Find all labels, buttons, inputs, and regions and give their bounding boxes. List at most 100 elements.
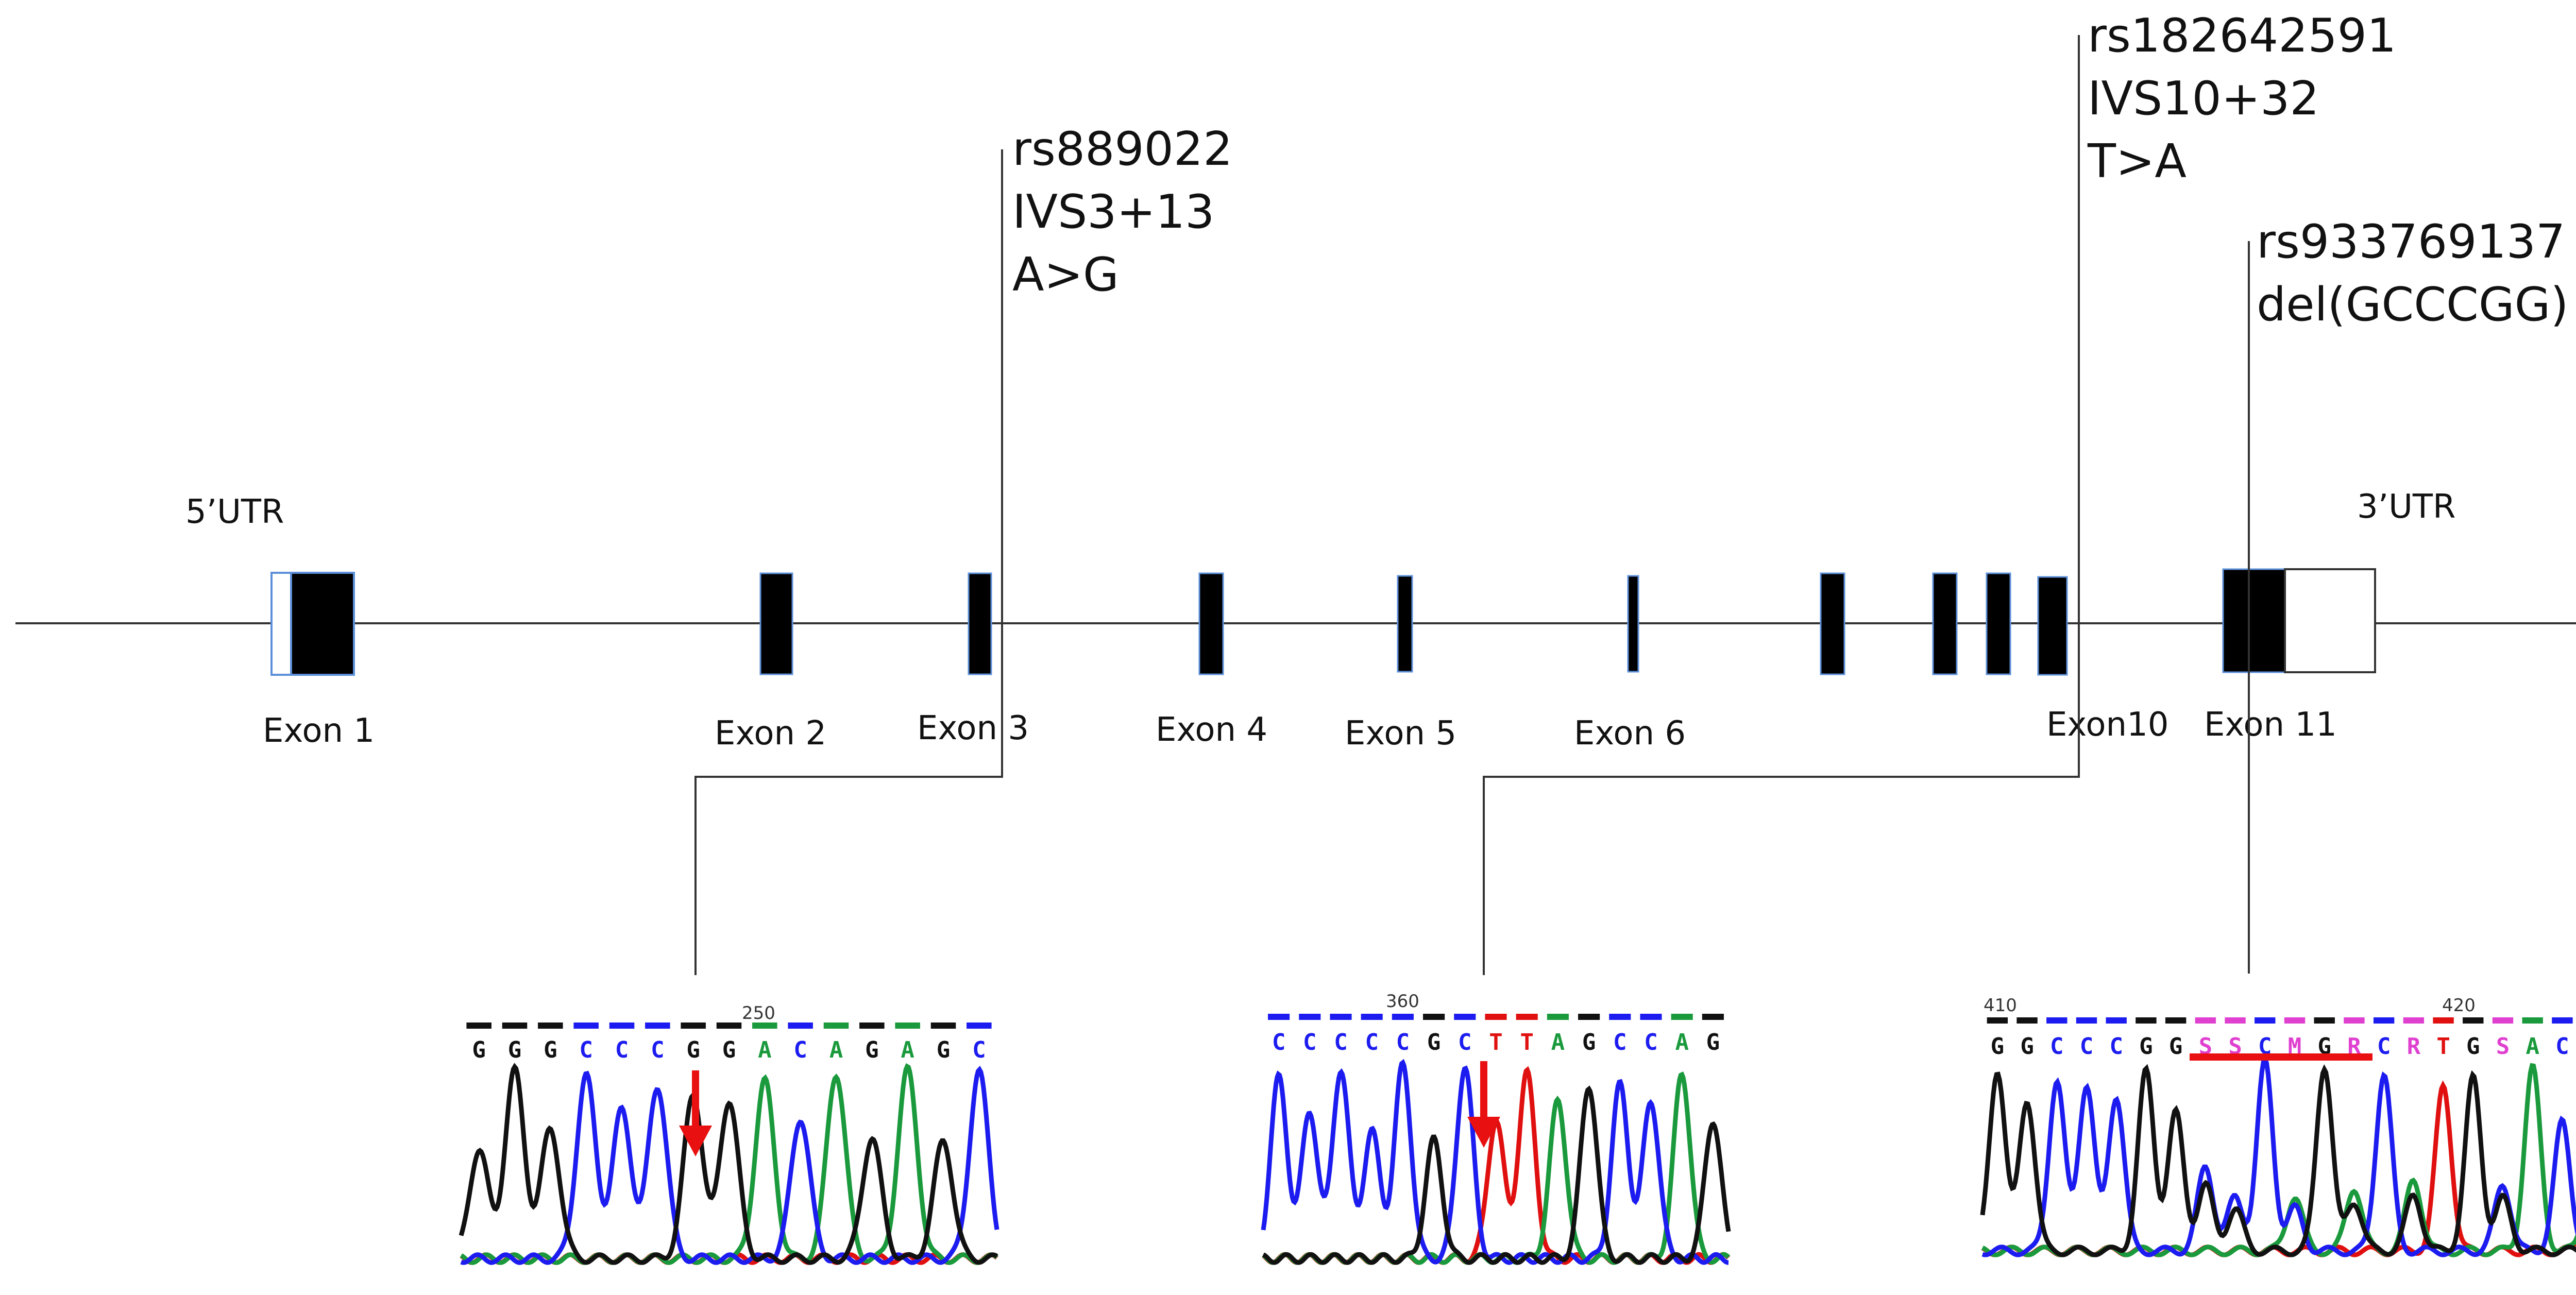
base-call-letter: C <box>1365 1029 1379 1055</box>
trace-C <box>1261 1059 1729 1265</box>
base-call-bar <box>788 1023 813 1029</box>
base-call-bar <box>645 1023 670 1029</box>
base-call-bar <box>466 1023 492 1029</box>
base-call-bar <box>2344 1017 2365 1024</box>
variant-1-arrow <box>679 1070 712 1156</box>
base-call-letter: C <box>972 1037 986 1063</box>
base-call-bar <box>930 1023 956 1029</box>
trace-C <box>460 1065 999 1265</box>
base-call-letter: G <box>722 1037 736 1063</box>
base-call-letter: R <box>2407 1033 2421 1060</box>
exon-3-box <box>968 572 992 675</box>
base-call-letter: A <box>758 1037 772 1063</box>
base-call-letter: G <box>2139 1033 2153 1060</box>
exon-label: Exon 3 <box>917 709 1029 747</box>
base-call-letter: G <box>1582 1029 1596 1055</box>
variant-2-connector <box>1483 35 2080 975</box>
exon-7-box <box>1820 572 1845 675</box>
utr5-label: 5’UTR <box>185 493 284 531</box>
base-call-bar <box>573 1023 599 1029</box>
base-call-bar <box>895 1023 920 1029</box>
base-call-bar <box>716 1023 742 1029</box>
base-call-bar <box>2433 1017 2454 1024</box>
base-call-letter: C <box>651 1037 665 1063</box>
base-call-letter: G <box>508 1037 522 1063</box>
base-call-letter: T <box>2436 1033 2450 1060</box>
base-call-bar <box>967 1023 992 1029</box>
variant-2-position: IVS10+32 <box>2088 72 2319 126</box>
base-call-letter: C <box>2555 1033 2569 1060</box>
base-call-bar <box>2463 1017 2484 1024</box>
exon-1-box <box>290 572 355 676</box>
chromatogram-3: 410 420 GGCCCGGSSCMGRCRTGSACN <box>1980 995 2576 1257</box>
base-call-bar <box>1609 1014 1631 1020</box>
chromatogram-3-tick-2: 420 <box>2442 995 2476 1016</box>
exon-label: Exon10 <box>2046 706 2169 744</box>
base-call-bar <box>1330 1014 1352 1020</box>
trace-C <box>1981 1053 2576 1257</box>
base-call-bar <box>1671 1014 1693 1020</box>
base-call-letter: T <box>1520 1029 1534 1055</box>
base-call-bar <box>2046 1017 2067 1024</box>
variant-1-position: IVS3+13 <box>1012 185 1214 239</box>
trace-T <box>1981 1080 2576 1257</box>
base-call-letter: G <box>937 1037 951 1063</box>
base-call-bar <box>609 1023 635 1029</box>
base-call-bar <box>2016 1017 2038 1024</box>
variant-3-change: del(GCCCGG) <box>2257 278 2568 332</box>
chromatogram-2-tick: 360 <box>1386 991 1419 1012</box>
base-call-bar <box>538 1023 563 1029</box>
exon-10-box <box>2037 576 2068 676</box>
base-call-bar <box>2373 1017 2395 1024</box>
trace-G <box>459 1063 998 1265</box>
chromatogram-1-tick: 250 <box>742 1003 775 1024</box>
base-call-letter: G <box>472 1037 486 1063</box>
base-call-letter: A <box>829 1037 843 1063</box>
base-call-bar <box>2076 1017 2097 1024</box>
exon-2-box <box>759 572 793 675</box>
variant-2-arrow <box>1467 1061 1500 1148</box>
base-call-bar <box>1578 1014 1600 1020</box>
base-call-bar <box>1702 1014 1724 1020</box>
base-call-bar <box>1423 1014 1445 1020</box>
exon-9-box <box>1986 572 2011 675</box>
base-call-letter: C <box>1396 1029 1410 1055</box>
trace-G <box>1980 1064 2576 1257</box>
base-call-bar <box>2106 1017 2127 1024</box>
base-call-letter: C <box>1458 1029 1472 1055</box>
exon-8-box <box>1932 572 1958 675</box>
base-call-bar <box>752 1023 777 1029</box>
exon-label: Exon 4 <box>1156 711 1267 749</box>
base-call-letter: A <box>1675 1029 1689 1055</box>
base-call-bar <box>2492 1017 2514 1024</box>
base-call-bar <box>859 1023 885 1029</box>
base-call-letter: C <box>2377 1033 2391 1060</box>
base-call-letter: G <box>686 1037 700 1063</box>
exon-label: Exon 6 <box>1574 714 1686 753</box>
utr3-box <box>2284 568 2376 673</box>
base-call-letter: G <box>1706 1029 1720 1055</box>
exon-6-box <box>1627 575 1639 673</box>
base-call-bar <box>681 1023 706 1029</box>
base-call-letter: G <box>1427 1029 1441 1055</box>
base-call-letter: C <box>793 1037 807 1063</box>
base-call-bar <box>2195 1017 2216 1024</box>
trace-G <box>1262 1085 1731 1265</box>
base-call-letter: C <box>2050 1033 2064 1060</box>
base-call-bar <box>1361 1014 1383 1020</box>
base-call-letter: C <box>579 1037 593 1063</box>
base-call-bar <box>1454 1014 1476 1020</box>
base-call-bar <box>2165 1017 2187 1024</box>
base-call-bar <box>502 1023 528 1029</box>
base-call-letter: C <box>1272 1029 1286 1055</box>
exon-4-box <box>1198 572 1224 675</box>
variant-1-id: rs889022 <box>1012 122 1232 176</box>
base-call-letter: G <box>544 1037 557 1063</box>
base-call-bar <box>2284 1017 2306 1024</box>
base-call-letter: T <box>1489 1029 1503 1055</box>
base-call-letter: C <box>1644 1029 1658 1055</box>
variant-2-id: rs182642591 <box>2088 9 2396 63</box>
